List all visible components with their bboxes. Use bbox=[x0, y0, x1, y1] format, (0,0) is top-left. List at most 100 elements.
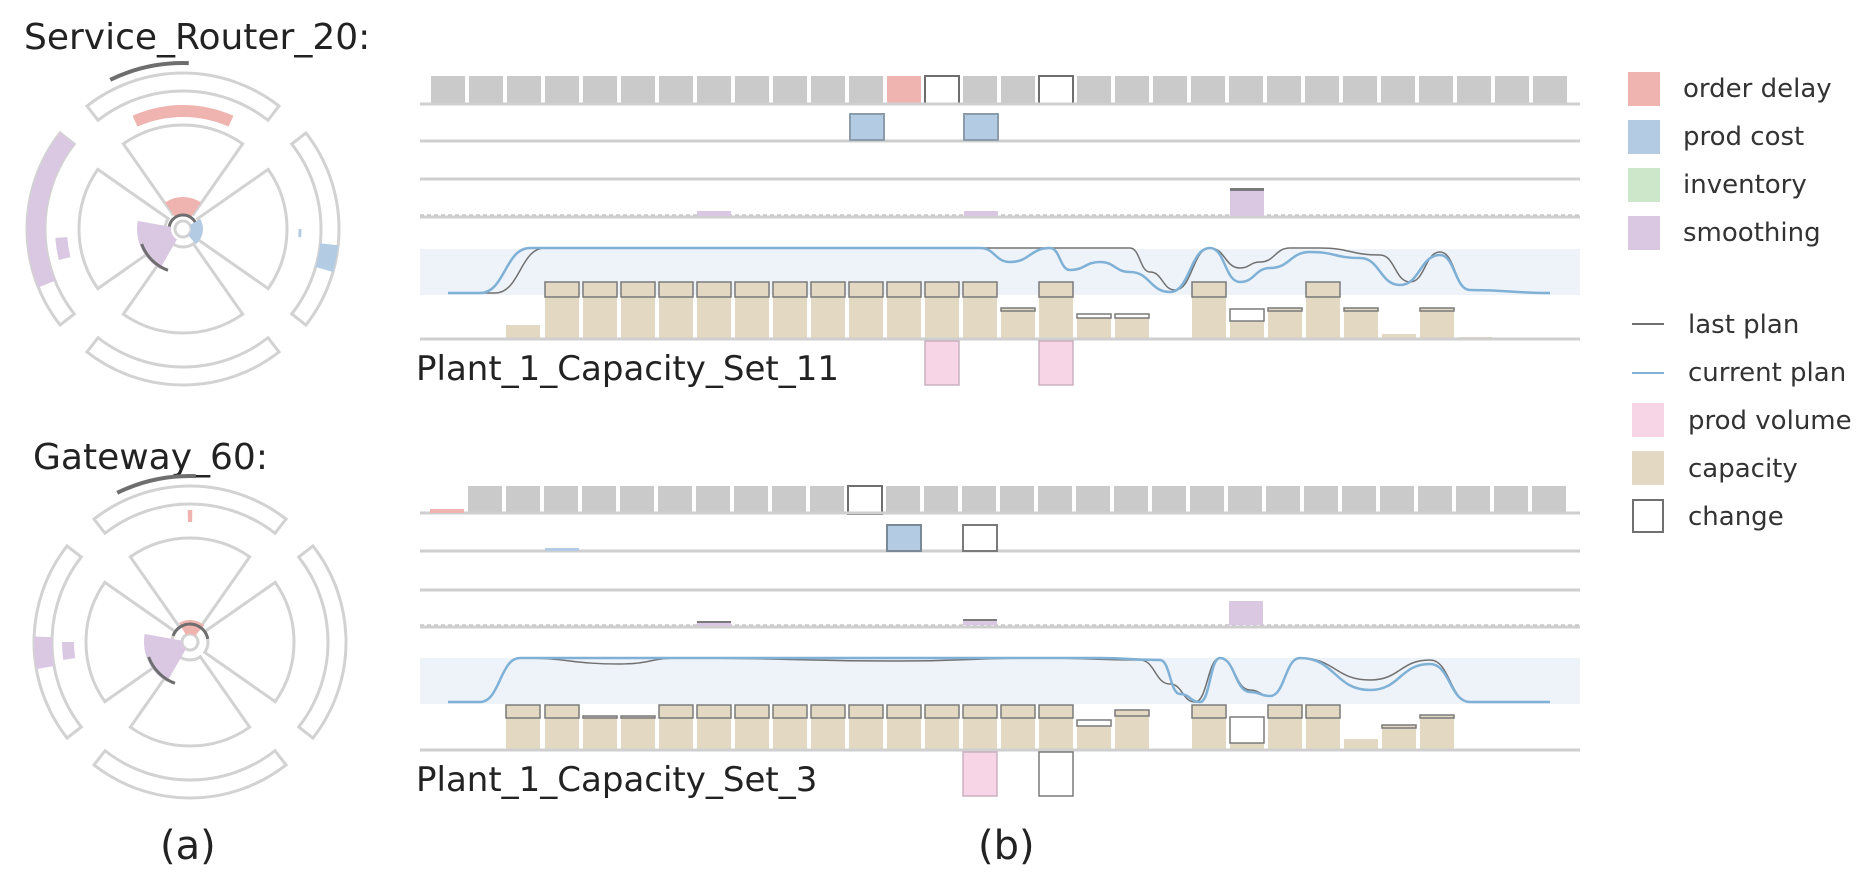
timeline-set-3-capacity-10 bbox=[887, 718, 921, 750]
timeline-set-3-capacity-13 bbox=[1001, 718, 1035, 750]
timeline-set-11-cell-25 bbox=[1381, 76, 1415, 104]
glyph-gateway-outer-ring-3 bbox=[32, 543, 84, 741]
timeline-set-11-capacity-2 bbox=[583, 297, 617, 339]
caption-a: (a) bbox=[160, 823, 216, 869]
timeline-set-11-capacity-top-7 bbox=[772, 281, 808, 298]
timeline-set-3-capacity-top-19 bbox=[1267, 704, 1303, 719]
timeline-set-11-cell-17 bbox=[1077, 76, 1111, 104]
timeline-set-3-capacity-1 bbox=[545, 718, 579, 750]
timeline-set-11-capacity-top-23 bbox=[1419, 307, 1455, 312]
timeline-set-11-capacity-13 bbox=[1001, 311, 1035, 339]
glyph-title-gateway: Gateway_60: bbox=[33, 437, 268, 478]
timeline-set-3-current-plan-line bbox=[447, 656, 1550, 704]
timeline-set-3-cell-8 bbox=[772, 486, 806, 514]
timeline-set-11-capacity-17 bbox=[1192, 297, 1226, 339]
timeline-set-11-mark-3 bbox=[964, 211, 998, 216]
timeline-set-3-capacity-22 bbox=[1382, 728, 1416, 750]
timeline-set-11-mark-4 bbox=[1230, 190, 1264, 216]
timeline-set-11-cell-2 bbox=[507, 76, 541, 104]
plan-label-set-3: Plant_1_Capacity_Set_3 bbox=[416, 760, 818, 800]
glyph-gateway-mark-1 bbox=[187, 510, 193, 523]
timeline-set-3-capacity-top-1 bbox=[544, 704, 580, 719]
legend-line-current-plan bbox=[1632, 372, 1664, 374]
timeline-set-11-capacity-6 bbox=[735, 297, 769, 339]
timeline-set-11-cell-18 bbox=[1115, 76, 1149, 104]
legend-swatch-change bbox=[1632, 499, 1664, 533]
legend-label-change: change bbox=[1688, 502, 1784, 532]
timeline-set-3-capacity-9 bbox=[849, 718, 883, 750]
legend-swatch-smoothing bbox=[1628, 216, 1660, 250]
timeline-set-11-capacity-5 bbox=[697, 297, 731, 339]
timeline-set-11-capacity-14 bbox=[1039, 297, 1073, 339]
timeline-set-11-capacity-1 bbox=[545, 297, 579, 339]
timeline-set-3-capacity-14 bbox=[1039, 718, 1073, 750]
glyph-service-router-outer-ring-2 bbox=[84, 335, 282, 387]
timeline-set-3-cell-1 bbox=[506, 486, 540, 514]
timeline-set-11-capacity-21 bbox=[1344, 311, 1378, 339]
timeline-set-11-cell-0 bbox=[431, 76, 465, 104]
timeline-set-11-cell-28 bbox=[1495, 76, 1529, 104]
timeline-set-11-mark-2 bbox=[697, 211, 731, 216]
timeline-set-3-capacity-top-16 bbox=[1114, 709, 1150, 717]
legend-label-capacity: capacity bbox=[1688, 454, 1798, 484]
timeline-set-3-mark-4 bbox=[697, 622, 731, 626]
timeline-set-3-cell-13 bbox=[962, 486, 996, 514]
timeline-set-3-capacity-top-2 bbox=[582, 715, 618, 719]
legend-label-inventory: inventory bbox=[1683, 170, 1807, 200]
timeline-set-11-mark-1 bbox=[963, 113, 999, 141]
timeline-set-11-capacity-15 bbox=[1077, 318, 1111, 339]
timeline-set-11-capacity-23 bbox=[1420, 311, 1454, 339]
timeline-set-11-cell-29 bbox=[1533, 76, 1567, 104]
legend-swatch-prod-cost bbox=[1628, 120, 1660, 154]
glyph-gateway-mark-5 bbox=[147, 656, 176, 685]
plan-timeline-set-3 bbox=[420, 485, 1580, 797]
timeline-set-3-capacity-top-6 bbox=[734, 704, 770, 719]
timeline-set-11-mark-5 bbox=[1230, 188, 1264, 191]
timeline-set-11-capacity-top-6 bbox=[734, 281, 770, 298]
timeline-set-11-cell-26 bbox=[1419, 76, 1453, 104]
timeline-set-11-capacity-20 bbox=[1306, 297, 1340, 339]
timeline-set-11-capacity-top-20 bbox=[1305, 281, 1341, 298]
timeline-set-3-cell-9 bbox=[810, 486, 844, 514]
plan-timeline-set-11 bbox=[420, 75, 1580, 386]
glyph-service-router-outer-ring-1 bbox=[289, 130, 341, 328]
timeline-set-3-capacity-top-13 bbox=[1000, 704, 1036, 719]
timeline-set-11-capacity-12 bbox=[963, 297, 997, 339]
timeline-set-11-capacity-top-16 bbox=[1114, 313, 1150, 319]
glyph-gateway-mark-3 bbox=[62, 642, 76, 660]
timeline-set-3-capacity-15 bbox=[1077, 726, 1111, 750]
timeline-set-3-capacity-7 bbox=[773, 718, 807, 750]
radial-glyphs bbox=[25, 61, 348, 800]
timeline-set-3-cell-25 bbox=[1418, 486, 1452, 514]
timeline-set-3-capacity-top-7 bbox=[772, 704, 808, 719]
timeline-set-3-capacity-top-12 bbox=[962, 704, 998, 719]
glyph-service-router-mark-2 bbox=[26, 132, 75, 288]
timeline-set-3-capacity-6 bbox=[735, 718, 769, 750]
timeline-set-3-capacity-16 bbox=[1115, 716, 1149, 750]
timeline-set-3-cell-23 bbox=[1342, 486, 1376, 514]
timeline-set-11-capacity-22 bbox=[1382, 334, 1416, 339]
glyph-service-router-mark-4 bbox=[315, 243, 339, 272]
legend-label-smoothing: smoothing bbox=[1683, 218, 1821, 248]
glyph-gateway-outer-ring-1 bbox=[296, 543, 348, 741]
timeline-set-11-capacity-top-15 bbox=[1076, 313, 1112, 319]
timeline-set-3-cell-3 bbox=[582, 486, 616, 514]
timeline-set-11-capacity-top-12 bbox=[962, 281, 998, 298]
timeline-set-3-capacity-11 bbox=[925, 718, 959, 750]
glyph-gateway bbox=[32, 474, 348, 800]
timeline-set-11-cell-14 bbox=[963, 76, 997, 104]
timeline-set-11-mark-0 bbox=[849, 113, 885, 141]
timeline-set-3-capacity-top-14 bbox=[1038, 704, 1074, 719]
timeline-set-3-cell-27 bbox=[1494, 486, 1528, 514]
timeline-set-3-capacity-top-5 bbox=[696, 704, 732, 719]
timeline-set-3-cell-11 bbox=[886, 486, 920, 514]
timeline-set-11-capacity-11 bbox=[925, 297, 959, 339]
timeline-set-11-cell-6 bbox=[659, 76, 693, 104]
timeline-set-11-capacity-top-17 bbox=[1191, 281, 1227, 298]
legend-swatch-order-delay bbox=[1628, 72, 1660, 106]
timeline-set-3-capacity-top-15 bbox=[1076, 719, 1112, 727]
timeline-set-3-cell-6 bbox=[696, 486, 730, 514]
timeline-set-11-capacity-top-11 bbox=[924, 281, 960, 298]
timeline-set-3-cell-21 bbox=[1266, 486, 1300, 514]
timeline-set-3-capacity-2 bbox=[583, 718, 617, 750]
